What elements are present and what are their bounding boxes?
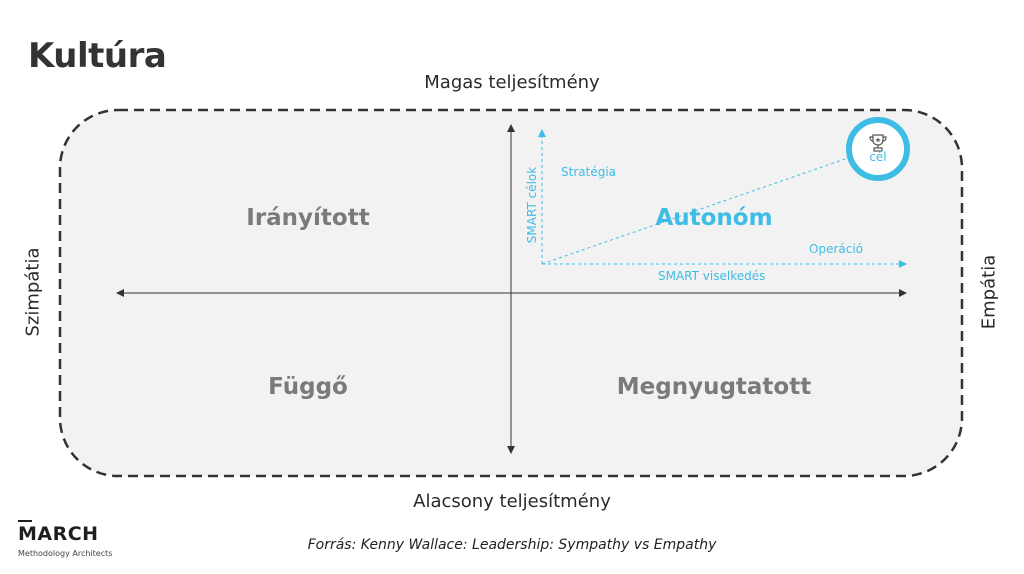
goal-badge: cél (846, 117, 910, 181)
logo-tagline: Methodology Architects (18, 549, 113, 558)
logo-brand: MARCH (18, 520, 112, 545)
source-citation: Forrás: Kenny Wallace: Leadership: Sympa… (307, 537, 717, 553)
quadrant-bottom-right: Megnyugtatott (616, 374, 812, 400)
axis-label-top: Magas teljesítmény (424, 72, 600, 93)
operation-label: Operáció (809, 242, 864, 256)
axis-label-right: Empátia (978, 254, 1000, 330)
goal-label: cél (869, 150, 887, 164)
axis-label-bottom: Alacsony teljesítmény (413, 491, 611, 512)
quadrant-top-right: Autonóm (655, 205, 773, 231)
strategy-label: Stratégia (561, 165, 617, 179)
march-logo: MARCH Methodology Architects (18, 520, 113, 558)
smart-behaviour-label: SMART viselkedés (658, 269, 766, 283)
quadrant-bottom-left: Függő (268, 374, 348, 400)
trophy-icon (869, 134, 887, 152)
slide-title: Kultúra (28, 36, 167, 76)
quadrant-top-left: Irányított (246, 205, 370, 231)
smart-goals-label: SMART célok (525, 166, 539, 244)
axis-label-left: Szimpátia (22, 247, 44, 337)
